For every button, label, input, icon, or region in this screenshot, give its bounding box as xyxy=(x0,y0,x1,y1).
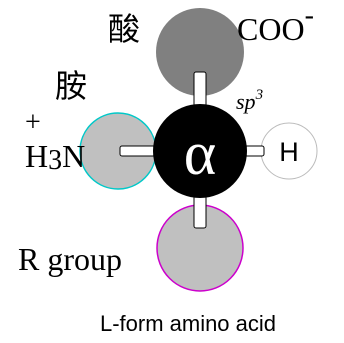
alpha-carbon-atom xyxy=(153,104,247,198)
amine-charge-label: + xyxy=(25,107,41,138)
carboxyl-atom xyxy=(156,8,244,96)
hybridization-label: sp3 xyxy=(236,87,263,114)
hydrogen-label: H xyxy=(279,137,299,167)
alpha-label: α xyxy=(184,120,216,188)
r-group-label: R group xyxy=(18,241,122,277)
caption: L-form amino acid xyxy=(100,311,276,336)
amine-formula-label: H3N xyxy=(25,138,85,176)
amine-cjk-label: 胺 xyxy=(55,68,87,104)
carboxyl-formula-label: COO- xyxy=(237,0,314,47)
carboxyl-cjk-label: 酸 xyxy=(108,11,140,47)
